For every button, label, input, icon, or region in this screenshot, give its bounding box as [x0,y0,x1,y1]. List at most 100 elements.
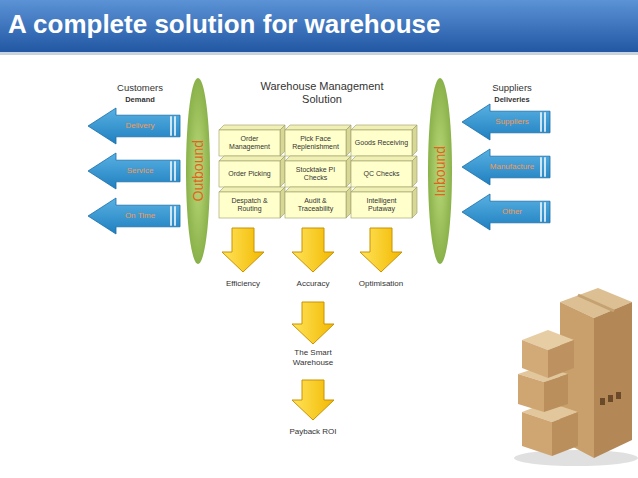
arrow-body [88,153,180,189]
arrow-body [462,149,550,185]
flow-ellipse: Outbound [186,78,210,264]
box-icon [616,392,621,399]
arrow-body [462,104,550,140]
node-text-box: Suppliers [488,111,536,133]
box-side [346,187,351,218]
box-front [351,161,412,187]
box-side [412,156,417,187]
box-front [285,130,346,156]
arrow-stripe [170,206,172,226]
box-front [285,161,346,187]
text-label: The Smart Warehouse [283,348,343,367]
node-text-box: Order Management [219,130,280,156]
function-box: Stocktake PI Checks [285,156,351,187]
box-icon [608,395,613,402]
function-box: QC Checks [351,156,417,187]
node-label: Manufacture [490,163,534,172]
function-box: Audit & Traceability [285,187,351,218]
box-front [351,192,412,218]
node-label: QC Checks [364,170,400,178]
node-label: Order Management [221,135,278,151]
arrow-body [88,108,180,144]
node-text-box: Manufacture [488,156,536,178]
node-text-box: Delivery [114,115,166,137]
box-top [285,187,351,192]
box-top [351,156,417,161]
box-top [351,125,417,130]
box-side [346,156,351,187]
block-arrow: Other [462,194,550,230]
node-label: Outbound [190,140,206,202]
function-box: Order Management [219,125,285,156]
text-label: Deliveries [467,95,557,104]
arrow-stripe [540,202,542,222]
title-bar [0,0,638,52]
node-label: Suppliers [495,118,528,127]
node-text-box: Pick Face Replenishment [285,130,346,156]
box-icon [600,398,605,405]
node-text-box: Inbound [428,78,452,264]
arrow-stripe [544,202,546,222]
node-text-box: Audit & Traceability [285,192,346,218]
node-text-box: Stocktake PI Checks [285,161,346,187]
arrow-stripe [170,116,172,136]
node-label: Other [502,208,522,217]
node-text-box: On Time [114,205,166,227]
box-front [219,161,280,187]
text-label: Customers [95,82,185,93]
arrow-body [88,198,180,234]
node-text-box: Despatch & Routing [219,192,280,218]
down-arrow [222,228,264,272]
function-box: Pick Face Replenishment [285,125,351,156]
node-label: Audit & Traceability [287,197,344,213]
down-arrow [292,228,334,272]
arrow-body [462,194,550,230]
block-arrow: Delivery [88,108,180,144]
box-front [285,192,346,218]
cardboard-boxes [514,288,638,466]
text-label: Efficiency [208,279,278,289]
node-label: Delivery [126,122,155,131]
node-text-box: Outbound [186,78,210,264]
box-top [351,187,417,192]
box-side [412,187,417,218]
arrow-stripe [174,161,176,181]
node-text-box: Order Picking [219,161,280,187]
ellipse-shape [186,78,210,264]
node-label: On Time [125,212,155,221]
arrow-stripe [540,157,542,177]
node-label: Inbound [432,146,448,197]
function-box: Despatch & Routing [219,187,285,218]
node-label: Goods Receiving [355,139,408,147]
node-text-box: Intelligent Putaway [351,192,412,218]
arrow-stripe [174,116,176,136]
box-tape [578,295,614,311]
box-face [594,302,632,458]
arrow-stripe [174,206,176,226]
box-front [219,192,280,218]
down-arrow [292,380,334,420]
text-label: Payback ROI [278,427,348,437]
title-bar-shadow [0,52,638,55]
arrow-stripe [540,112,542,132]
flow-ellipse: Inbound [428,78,452,264]
function-box: Intelligent Putaway [351,187,417,218]
box-face [544,374,568,412]
block-arrow: On Time [88,198,180,234]
node-text-box: QC Checks [351,161,412,187]
node-text-box: Other [488,201,536,223]
node-label: Pick Face Replenishment [287,135,344,151]
box-front [219,130,280,156]
text-label: Accuracy [278,279,348,289]
node-label: Stocktake PI Checks [287,166,344,182]
function-box: Order Picking [219,156,285,187]
block-arrow: Manufacture [462,149,550,185]
arrow-stripe [170,161,172,181]
box-side [280,187,285,218]
down-arrow [360,228,402,272]
box-shadow [514,450,638,466]
box-face [518,374,544,412]
box-side [280,156,285,187]
